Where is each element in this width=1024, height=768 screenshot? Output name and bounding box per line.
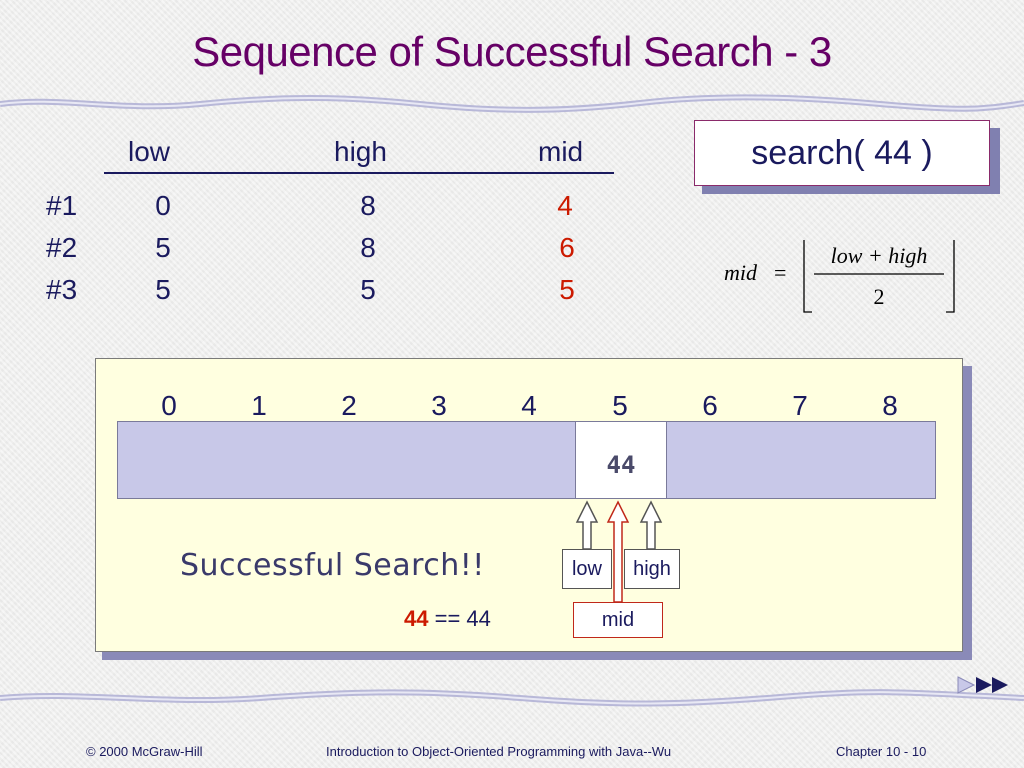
search-call-box: search( 44 ) — [694, 120, 990, 186]
array-panel — [95, 358, 963, 652]
array-index-0: 0 — [161, 390, 177, 421]
comparison-rest: == 44 — [428, 606, 491, 631]
formula-equals: = — [774, 260, 786, 285]
row1-high: 8 — [360, 190, 376, 221]
row1-mid: 4 — [557, 190, 573, 221]
row2-low: 5 — [155, 232, 171, 263]
formula-lhs: mid — [724, 260, 758, 285]
array-index-2: 2 — [341, 390, 357, 421]
fast-forward-icon[interactable] — [956, 676, 1012, 694]
row-label-2: #2 — [46, 232, 78, 263]
row3-low: 5 — [155, 274, 171, 305]
footer-copyright: © 2000 McGraw-Hill — [86, 744, 203, 759]
success-message: Successful Search!! — [180, 548, 485, 583]
array-index-8: 8 — [882, 390, 898, 421]
low-pointer-label: low — [562, 549, 612, 589]
footer-book-title: Introduction to Object-Oriented Programm… — [326, 744, 672, 759]
mid-pointer-label: mid — [573, 602, 663, 638]
row1-low: 0 — [155, 190, 171, 221]
comparison-left: 44 — [404, 606, 429, 631]
high-pointer-label: high — [624, 549, 680, 589]
row2-mid: 6 — [559, 232, 575, 263]
row2-high: 8 — [360, 232, 376, 263]
header-high: high — [334, 136, 387, 167]
table-header-rule — [104, 172, 614, 174]
found-array-cell: 44 — [575, 421, 667, 499]
comparison-text: 44 == 44 — [404, 606, 491, 632]
slide-title: Sequence of Successful Search - 3 — [192, 28, 832, 75]
array-index-6: 6 — [702, 390, 718, 421]
row-label-3: #3 — [46, 274, 78, 305]
bottom-wave-divider — [0, 689, 1024, 707]
row-label-1: #1 — [46, 190, 78, 221]
low-pointer-arrow-icon — [575, 500, 599, 550]
array-bar — [117, 421, 936, 499]
header-mid: mid — [538, 136, 584, 167]
row3-mid: 5 — [559, 274, 575, 305]
footer-chapter: Chapter 10 - 10 — [836, 744, 927, 759]
array-index-4: 4 — [521, 390, 537, 421]
array-index-3: 3 — [431, 390, 447, 421]
top-wave-divider — [0, 94, 1024, 113]
array-index-7: 7 — [792, 390, 808, 421]
row3-high: 5 — [360, 274, 376, 305]
array-index-5: 5 — [612, 390, 628, 421]
high-pointer-arrow-icon — [639, 500, 663, 550]
formula-denominator: 2 — [874, 284, 885, 309]
array-index-1: 1 — [251, 390, 267, 421]
mid-formula: mid = low + high 2 — [724, 240, 955, 313]
formula-numerator: low + high — [831, 243, 928, 268]
header-low: low — [128, 136, 171, 167]
